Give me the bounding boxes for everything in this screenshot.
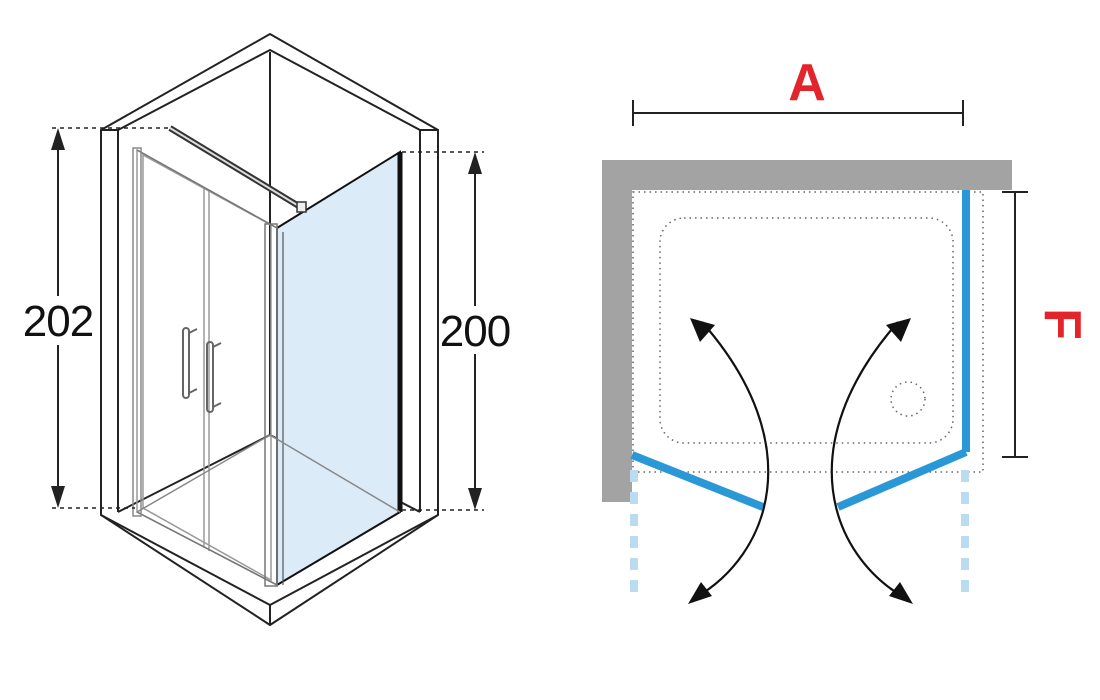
width-dimension — [632, 100, 964, 126]
arrowhead-right-top — [886, 318, 911, 342]
isometric-view: 202 200 — [23, 32, 511, 627]
height-label-right: 200 — [440, 307, 510, 356]
right-door-plan — [836, 448, 968, 511]
door-handles — [182, 327, 222, 413]
arrowhead-left-bottom — [688, 582, 712, 604]
tray-basin-outline — [659, 217, 954, 444]
swing-arrow-right — [830, 321, 906, 599]
drain-icon — [890, 381, 926, 417]
left-wall-profile — [132, 147, 142, 517]
left-door-plan — [630, 451, 765, 511]
arrowhead-right-bottom — [889, 582, 913, 604]
swing-arrow-left — [694, 321, 770, 599]
height-label-left: 202 — [23, 297, 93, 346]
shower-tray-outline — [632, 191, 984, 473]
wall-block — [602, 160, 1012, 502]
side-glass-panel — [276, 150, 401, 587]
width-label: A — [788, 54, 826, 112]
arrowhead-left-top — [690, 318, 715, 342]
height-dimension-right — [402, 151, 484, 511]
stabilizer-bar — [168, 125, 307, 213]
height-dimension-left — [51, 127, 170, 509]
depth-dimension — [1002, 191, 1028, 458]
plan-view: A F — [602, 54, 1091, 604]
corner-post — [264, 223, 278, 587]
depth-label: F — [1033, 308, 1091, 340]
